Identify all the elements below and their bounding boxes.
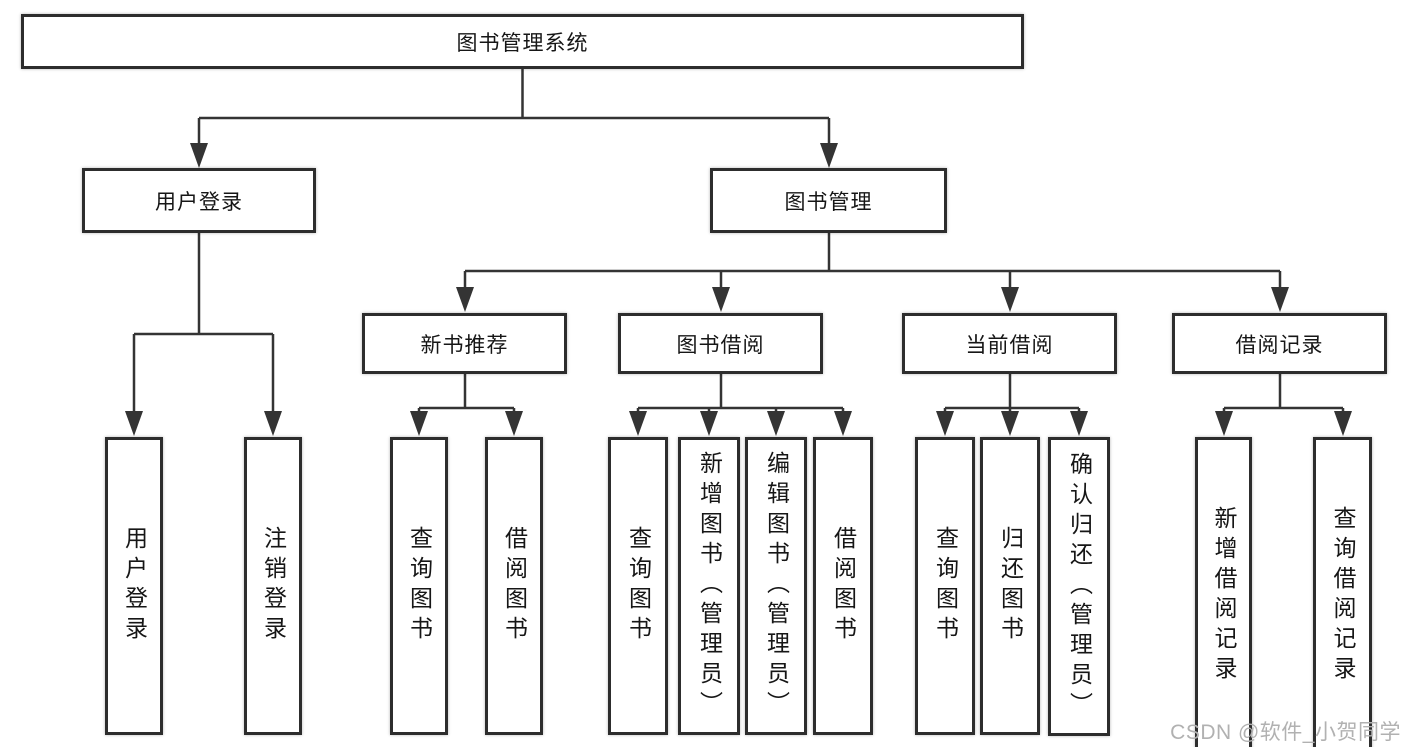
- leaf-borrowing-add-book: 新增图书（管理员）: [678, 437, 740, 735]
- node-current-borrowing: 当前借阅: [902, 313, 1117, 374]
- leaf-current-query-book: 查询图书: [915, 437, 975, 735]
- node-label: 新增借阅记录: [1211, 506, 1237, 686]
- node-label: 新增图书（管理员）: [696, 451, 723, 721]
- node-new-book-recommend: 新书推荐: [362, 313, 567, 374]
- arrow-down-icon: [410, 411, 428, 436]
- connector-current-borrowing: [943, 374, 1081, 416]
- arrow-down-icon: [1001, 287, 1019, 312]
- arrow-down-icon: [629, 411, 647, 436]
- leaf-user-login: 用户登录: [105, 437, 163, 735]
- leaf-logout: 注销登录: [244, 437, 302, 735]
- leaf-records-add-record: 新增借阅记录: [1195, 437, 1252, 747]
- node-label: 借阅图书: [830, 526, 857, 646]
- connector-new-book-recommend: [417, 374, 516, 416]
- node-label: 图书借阅: [676, 333, 765, 357]
- arrow-down-icon: [700, 411, 718, 436]
- leaf-current-return-book: 归还图书: [980, 437, 1040, 735]
- arrow-down-icon: [834, 411, 852, 436]
- leaf-current-confirm-return: 确认归还（管理员）: [1048, 437, 1110, 736]
- connector-borrowing-records: [1222, 374, 1345, 416]
- arrow-down-icon: [505, 411, 523, 436]
- arrow-down-icon: [264, 411, 282, 436]
- arrow-down-icon: [1001, 411, 1019, 436]
- node-label: 查询借阅记录: [1330, 506, 1356, 686]
- arrow-down-icon: [190, 143, 208, 168]
- connector-root: [197, 69, 831, 150]
- connector-book-borrowing: [636, 374, 845, 416]
- node-label: 查询图书: [625, 526, 652, 646]
- node-label: 确认归还（管理员）: [1066, 451, 1093, 722]
- leaf-records-query-record: 查询借阅记录: [1313, 437, 1372, 747]
- node-label: 归还图书: [997, 526, 1024, 646]
- arrow-down-icon: [820, 143, 838, 168]
- node-label: 注销登录: [260, 526, 287, 646]
- leaf-recommend-query-book: 查询图书: [390, 437, 448, 735]
- arrow-down-icon: [1271, 287, 1289, 312]
- node-user-login: 用户登录: [82, 168, 316, 233]
- node-label: 图书管理系统: [456, 31, 589, 55]
- node-book-borrowing: 图书借阅: [618, 313, 823, 374]
- connector-book-management: [463, 233, 1282, 295]
- node-label: 查询图书: [406, 526, 433, 646]
- leaf-recommend-borrow-book: 借阅图书: [485, 437, 543, 735]
- arrow-down-icon: [125, 411, 143, 436]
- node-label: 用户登录: [155, 190, 243, 214]
- arrowheads: [125, 143, 1352, 436]
- arrow-down-icon: [936, 411, 954, 436]
- leaf-borrowing-edit-book: 编辑图书（管理员）: [745, 437, 807, 735]
- node-borrowing-records: 借阅记录: [1172, 313, 1387, 374]
- node-library-management-system: 图书管理系统: [21, 14, 1024, 69]
- arrow-down-icon: [712, 287, 730, 312]
- node-label: 图书管理: [784, 190, 873, 214]
- node-book-management: 图书管理: [710, 168, 947, 233]
- node-label: 当前借阅: [965, 333, 1054, 357]
- leaf-borrowing-query-book: 查询图书: [608, 437, 668, 735]
- node-label: 借阅记录: [1235, 333, 1324, 357]
- node-label: 用户登录: [121, 526, 148, 646]
- node-label: 借阅图书: [501, 526, 528, 646]
- arrow-down-icon: [1070, 411, 1088, 436]
- csdn-watermark: CSDN @软件_小贺同学: [1170, 721, 1401, 744]
- leaf-borrowing-borrow-book: 借阅图书: [813, 437, 873, 735]
- node-label: 查询图书: [932, 526, 959, 646]
- arrow-down-icon: [1334, 411, 1352, 436]
- arrow-down-icon: [456, 287, 474, 312]
- connector-user-login: [132, 233, 275, 416]
- node-label: 编辑图书（管理员）: [763, 451, 790, 721]
- arrow-down-icon: [767, 411, 785, 436]
- arrow-down-icon: [1215, 411, 1233, 436]
- node-label: 新书推荐: [420, 333, 509, 357]
